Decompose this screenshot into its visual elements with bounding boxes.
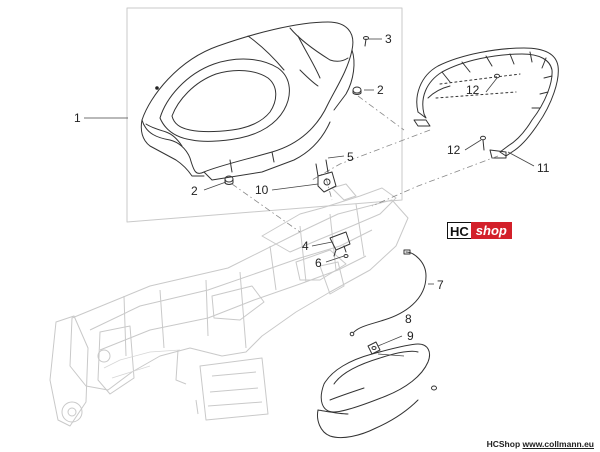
assembly-axes xyxy=(231,95,499,233)
fastener-9 xyxy=(431,385,437,391)
callout-8: 8 xyxy=(405,312,412,326)
washer-12-upper xyxy=(494,73,500,79)
seat-lock-bracket xyxy=(315,159,337,193)
lock-washer-6 xyxy=(343,254,349,258)
callout-2-right: 2 xyxy=(377,83,384,97)
callout-9: 9 xyxy=(407,329,414,343)
seat xyxy=(140,21,355,181)
fastener-8 xyxy=(367,341,381,355)
logo-shop: shop xyxy=(470,222,512,239)
callout-2-lower: 2 xyxy=(191,184,198,198)
side-cover xyxy=(317,343,431,439)
logo-hc: HC xyxy=(447,222,471,239)
seat-lock-latch xyxy=(329,231,351,257)
footer-url[interactable]: www.collmann.eu xyxy=(522,439,594,449)
callout-numbers: 1 2 2 3 4 5 6 7 8 9 10 11 12 12 xyxy=(74,32,550,343)
callout-1: 1 xyxy=(74,111,81,125)
frame-ghost xyxy=(49,183,409,427)
callout-3: 3 xyxy=(385,32,392,46)
callout-5: 5 xyxy=(347,150,354,164)
seat-assembly-box xyxy=(126,7,403,223)
callout-12-upper: 12 xyxy=(466,83,480,97)
callout-12-lower: 12 xyxy=(447,143,461,157)
callout-11: 11 xyxy=(537,161,550,175)
release-cable xyxy=(349,249,427,337)
callout-4: 4 xyxy=(302,239,309,253)
footer-brand: HCShop xyxy=(486,439,521,449)
screw-3 xyxy=(363,36,369,47)
washer-12-lower xyxy=(480,135,486,151)
leader-lines xyxy=(84,38,535,357)
callout-10: 10 xyxy=(255,183,269,197)
grab-handle xyxy=(413,47,559,159)
callout-7: 7 xyxy=(437,278,444,292)
rubber-bushing-lower xyxy=(224,175,234,185)
rubber-bushing-right xyxy=(352,86,362,95)
callout-6: 6 xyxy=(315,256,322,270)
footer-credit: HCShop www.collmann.eu xyxy=(487,439,594,449)
